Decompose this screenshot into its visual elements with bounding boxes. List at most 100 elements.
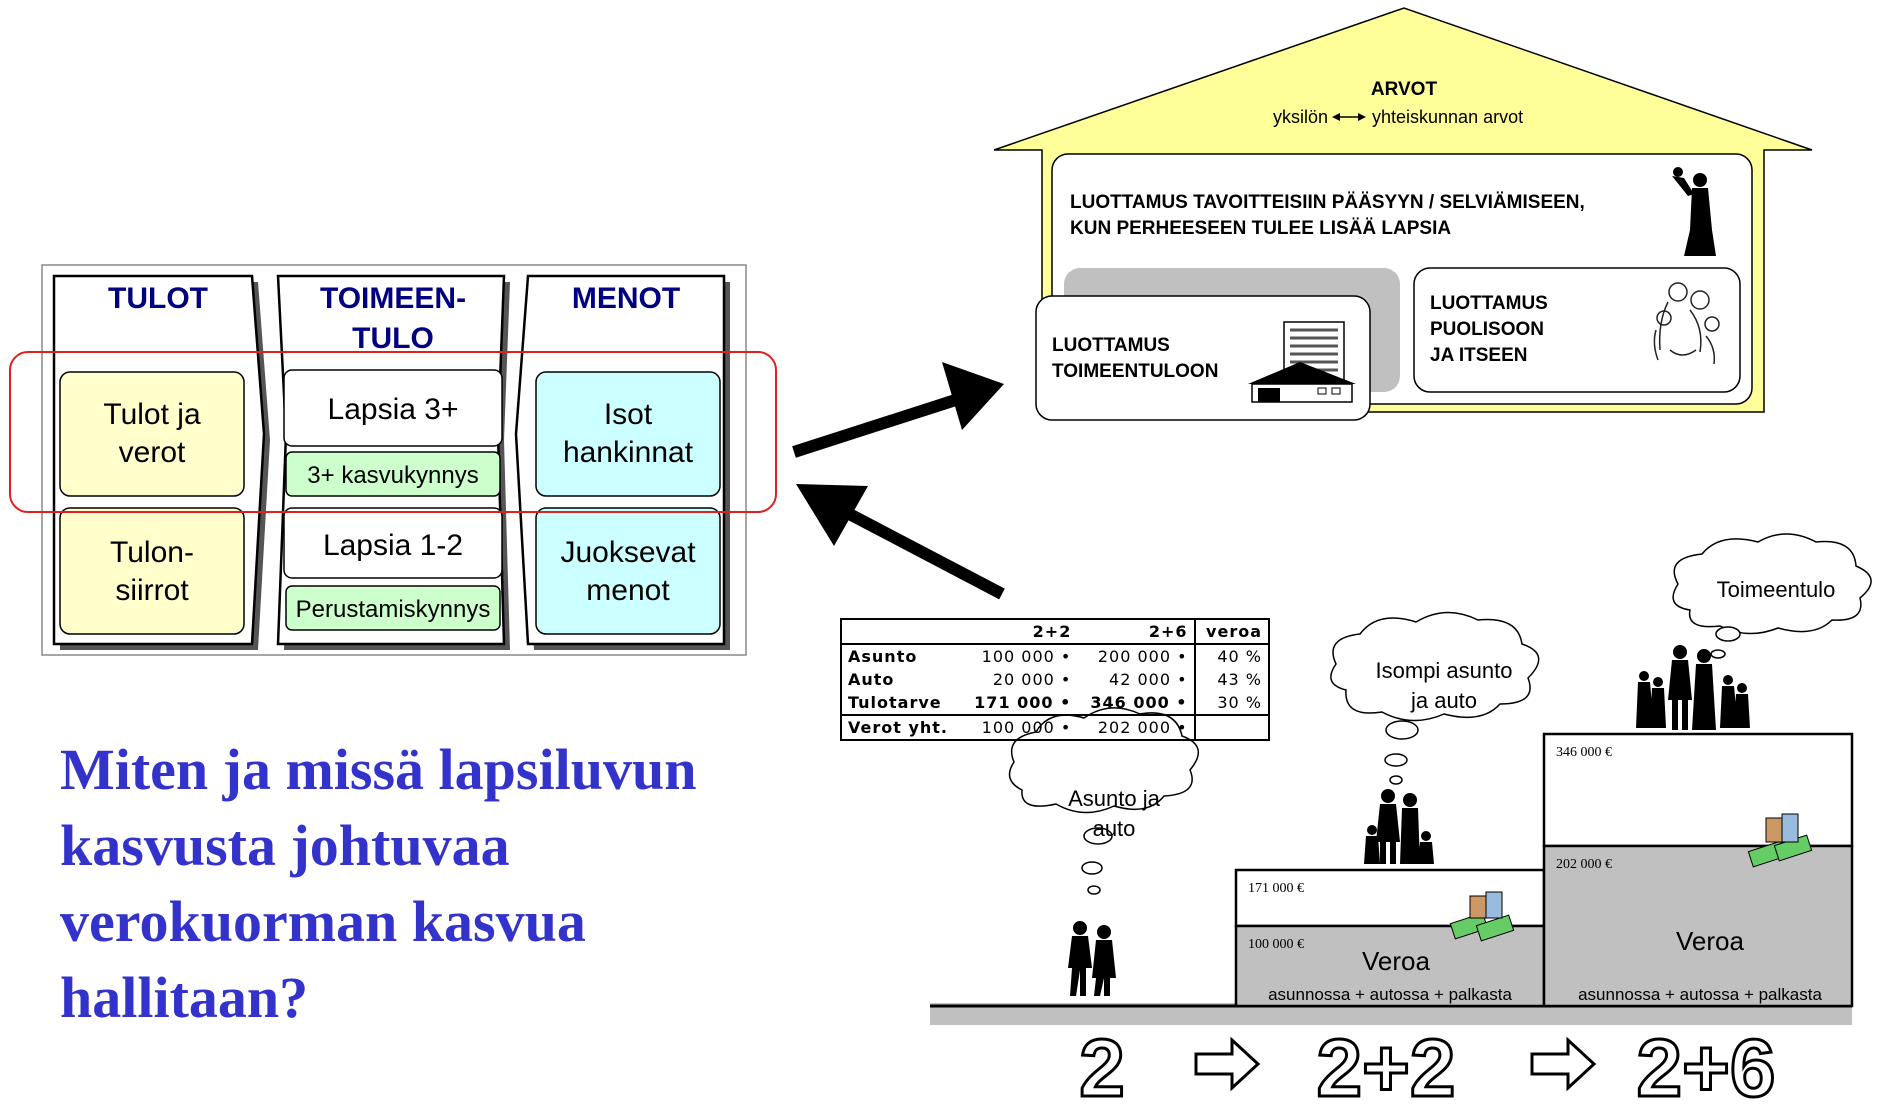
trust-goals-line2: KUN PERHEESEEN TULEE LISÄÄ LAPSIA: [1070, 218, 1451, 239]
menot-header: MENOT: [572, 282, 680, 315]
lapsia-12-label: Lapsia 1-2: [323, 529, 463, 562]
tulonsiirrot-box: [59, 507, 245, 635]
table-header-cell: 2+2: [961, 619, 1078, 645]
money-stack-icon: [1747, 813, 1813, 868]
question-text: Miten ja missä lapsiluvun kasvusta johtu…: [60, 732, 820, 1036]
stage-label-2: 2: [1079, 1023, 1125, 1106]
tulot-ja-verot-box: [59, 371, 245, 497]
lapsia-12-box: [283, 507, 503, 579]
stage-label-2p2: 2+2: [1316, 1023, 1455, 1106]
juoksevat-menot-box: [535, 507, 721, 635]
step1-veroa: Veroa: [1362, 946, 1430, 976]
family-of-four-icon: [1364, 789, 1434, 864]
couple-icon: [1068, 921, 1116, 996]
question-line: kasvusta johtuvaa: [60, 813, 510, 878]
right-arrow-icon: [1530, 1036, 1597, 1092]
tulonsiirrot-line2: siirrot: [115, 574, 189, 607]
arrow-to-house-head: [942, 362, 1004, 430]
trust-goals-line1: LUOTTAMUS TAVOITTEISIIN PÄÄSYYN / SELVIÄ…: [1070, 192, 1585, 213]
thought-bubble-2: [1330, 611, 1540, 785]
ground-shadow: [930, 1003, 1852, 1025]
bubble2-line2: ja auto: [1410, 688, 1477, 713]
juoksevat-menot-line2: menot: [586, 574, 670, 607]
trust-spouse-line2: PUOLISOON: [1430, 319, 1544, 340]
trust-spouse-box: [1413, 267, 1741, 393]
tulonsiirrot-line1: Tulon-: [110, 536, 194, 569]
mother-child-icon: [1672, 167, 1716, 256]
step2-subtext: asunnossa + autossa + palkasta: [1578, 985, 1822, 1004]
bubble2-line1: Isompi asunto: [1376, 658, 1513, 683]
table-header-cell: [841, 619, 962, 645]
arrow-to-house: [792, 390, 970, 458]
row-label: Verot yht.: [841, 714, 962, 740]
tax-percent: 40 %: [1193, 644, 1269, 668]
toimeentulo-header-line1: TOIMEEN-: [320, 282, 466, 315]
table-header-row: 2+2 2+6 veroa: [841, 619, 1269, 645]
step1-tax-value: 100 000 €: [1248, 937, 1304, 952]
roof-title: ARVOT: [1371, 79, 1438, 100]
step2-tax-value: 202 000 €: [1556, 857, 1612, 872]
bubble1-line1: Asunto ja: [1068, 786, 1160, 811]
trust-spouse-line3: JA ITSEEN: [1430, 345, 1528, 366]
table-row: Asunto 100 000 • 200 000 • 40 %: [841, 644, 1269, 668]
connector-arrows: [792, 362, 1005, 600]
question-line: Miten ja missä lapsiluvun: [60, 737, 697, 802]
stage-labels: 2 2+2 2+6: [1078, 1022, 1777, 1106]
perustamiskynnys-box: [285, 585, 501, 631]
step1-tax: [1234, 924, 1546, 1008]
stairs-diagram: 171 000 € 100 000 € Veroa asunnossa + au…: [930, 533, 1872, 1106]
arrow-to-flow: [835, 502, 1005, 600]
row-label: Auto: [848, 670, 895, 689]
income-flow-diagram: TULOT TOIMEEN- TULO MENOT Tulot ja verot…: [9, 264, 777, 656]
tax-percent: [1193, 714, 1269, 740]
step2-upper: [1542, 732, 1854, 848]
row-label: Tulotarve: [848, 693, 942, 712]
table-row: Tulotarve 171 000 • 346 000 • 30 %: [841, 691, 1269, 715]
bubble1-line2: auto: [1093, 816, 1136, 841]
step2-veroa: Veroa: [1676, 926, 1744, 956]
value-2p2: 100 000 •: [961, 714, 1078, 740]
kasvukynnys-box: [285, 451, 501, 497]
family-sketch-icon: [1653, 282, 1720, 365]
money-stack-icon: [1449, 891, 1515, 942]
tulot-ja-verot-line1: Tulot ja: [103, 398, 201, 431]
tax-percent: 30 %: [1193, 691, 1269, 715]
double-arrow-right-head: [1358, 113, 1366, 121]
tax-percent: 43 %: [1193, 668, 1269, 691]
isot-hankinnat-line2: hankinnat: [563, 436, 694, 469]
table-row: Verot yht. 100 000 • 202 000 •: [841, 714, 1269, 740]
lapsia-3-label: Lapsia 3+: [328, 393, 459, 426]
trust-spouse-line1: LUOTTAMUS: [1430, 293, 1548, 314]
juoksevat-menot-line1: Juoksevat: [560, 536, 696, 569]
value-2p6: 346 000 •: [1090, 693, 1188, 712]
table-header-cell: veroa: [1193, 619, 1269, 645]
values-house: ARVOT yksilön yhteiskunnan arvot LUOTTAM…: [993, 7, 1813, 421]
step1-top-value: 171 000 €: [1248, 881, 1304, 896]
toimeentulo-header-line2: TULO: [352, 322, 434, 355]
tulot-header: TULOT: [108, 282, 208, 315]
home-building-icon: [1248, 321, 1356, 403]
tulot-ja-verot-line2: verot: [119, 436, 186, 469]
table-row: Auto 20 000 • 42 000 • 43 %: [841, 668, 1269, 691]
highlight-outline: [9, 351, 777, 513]
stage-label-2p6: 2+6: [1636, 1023, 1775, 1106]
perustamiskynnys-label: Perustamiskynnys: [296, 596, 491, 623]
bubble3-label: Toimeentulo: [1717, 577, 1836, 602]
table-header-cell: 2+6: [1077, 619, 1195, 645]
arrow-to-flow-head: [796, 484, 868, 546]
isot-hankinnat-line1: Isot: [604, 398, 653, 431]
value-2p2: 100 000 •: [981, 647, 1072, 666]
step2-tax: [1542, 844, 1854, 1008]
large-family-icon: [1636, 645, 1750, 730]
right-arrow-icon: [1194, 1036, 1261, 1092]
tax-table: 2+2 2+6 veroa Asunto 100 000 • 200 000 •…: [840, 618, 1270, 741]
roof-right-label: yhteiskunnan arvot: [1372, 107, 1523, 127]
lapsia-3-box: [283, 369, 503, 447]
value-2p2: 20 000 •: [992, 670, 1072, 689]
kasvukynnys-label: 3+ kasvukynnys: [307, 462, 478, 489]
step2-top-value: 346 000 €: [1556, 745, 1612, 760]
question-line: verokuorman kasvua: [60, 889, 586, 954]
value-2p6: 202 000 •: [1077, 714, 1195, 740]
step1-subtext: asunnossa + autossa + palkasta: [1268, 985, 1512, 1004]
